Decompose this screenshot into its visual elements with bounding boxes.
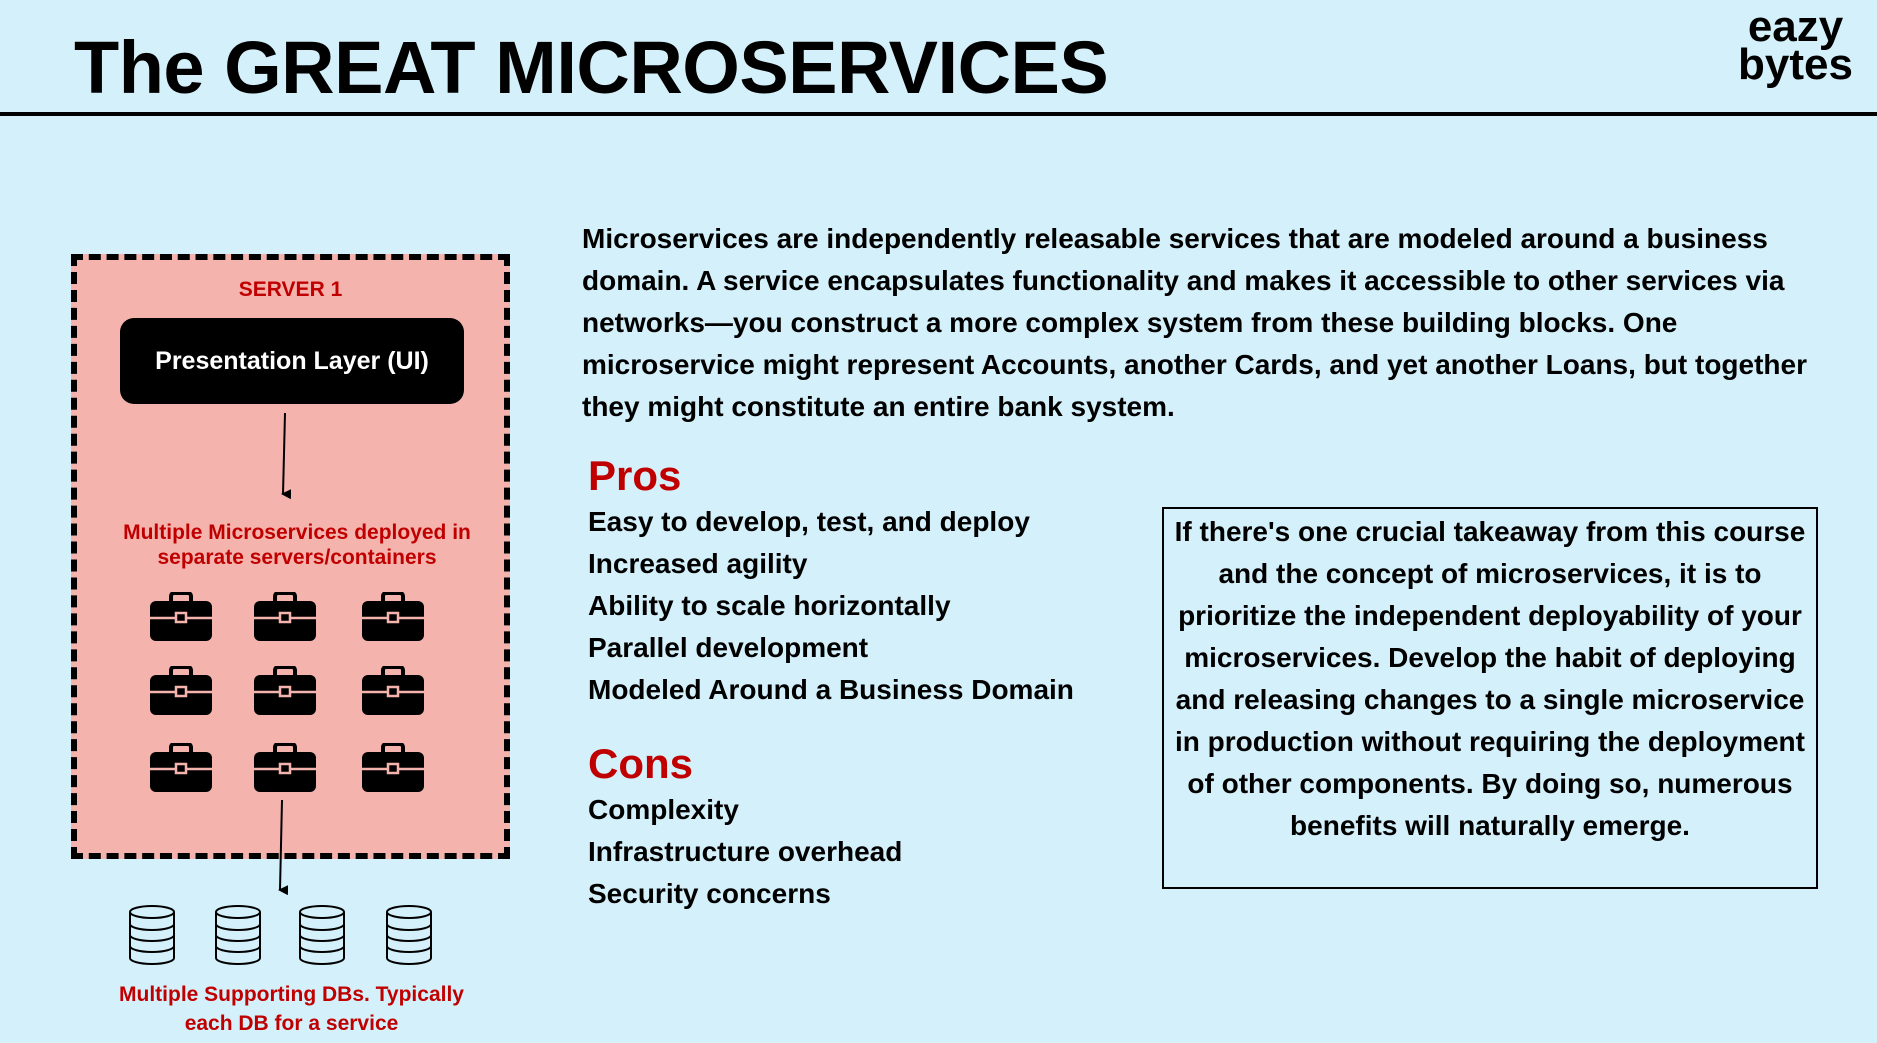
pros-item: Easy to develop, test, and deploy <box>588 506 1030 537</box>
briefcase-icon <box>362 743 424 792</box>
briefcase-icon <box>254 743 316 792</box>
briefcase-icon <box>254 666 316 715</box>
cons-item: Infrastructure overhead <box>588 836 903 867</box>
database-icon <box>129 905 175 965</box>
briefcase-icon <box>362 666 424 715</box>
database-icon <box>299 905 345 965</box>
pros-list: Easy to develop, test, and deploy Increa… <box>588 501 1074 711</box>
title-divider <box>0 112 1877 116</box>
briefcase-icon <box>150 743 212 792</box>
server-label: SERVER 1 <box>238 278 343 301</box>
pros-item: Increased agility <box>588 548 808 579</box>
briefcase-icon <box>362 592 424 641</box>
briefcase-icon <box>150 592 212 641</box>
cons-heading: Cons <box>588 740 693 787</box>
pros-item: Ability to scale horizontally <box>588 590 951 621</box>
intro-paragraph: Microservices are independently releasab… <box>582 223 1807 422</box>
pros-item: Modeled Around a Business Domain <box>588 674 1074 705</box>
cons-list: Complexity Infrastructure overhead Secur… <box>588 789 902 915</box>
cons-item: Complexity <box>588 794 739 825</box>
briefcase-icon <box>150 666 212 715</box>
briefcase-icon <box>254 592 316 641</box>
pros-heading: Pros <box>588 452 682 499</box>
presentation-layer-box: Presentation Layer (UI) <box>120 318 464 404</box>
page-title: The GREAT MICROSERVICES <box>74 26 1109 109</box>
eazybytes-logo: eazy bytes <box>1738 2 1853 89</box>
pros-item: Parallel development <box>588 632 869 663</box>
logo-line-1: eazy <box>1747 2 1844 51</box>
microservices-label: Multiple Microservices deployed in separ… <box>123 521 471 569</box>
logo-line-2: bytes <box>1738 40 1853 89</box>
takeaway-box: If there's one crucial takeaway from thi… <box>1162 507 1818 889</box>
databases-label: Multiple Supporting DBs. Typically each … <box>119 983 464 1035</box>
database-icon <box>386 905 432 965</box>
cons-item: Security concerns <box>588 878 831 909</box>
database-icon <box>215 905 261 965</box>
